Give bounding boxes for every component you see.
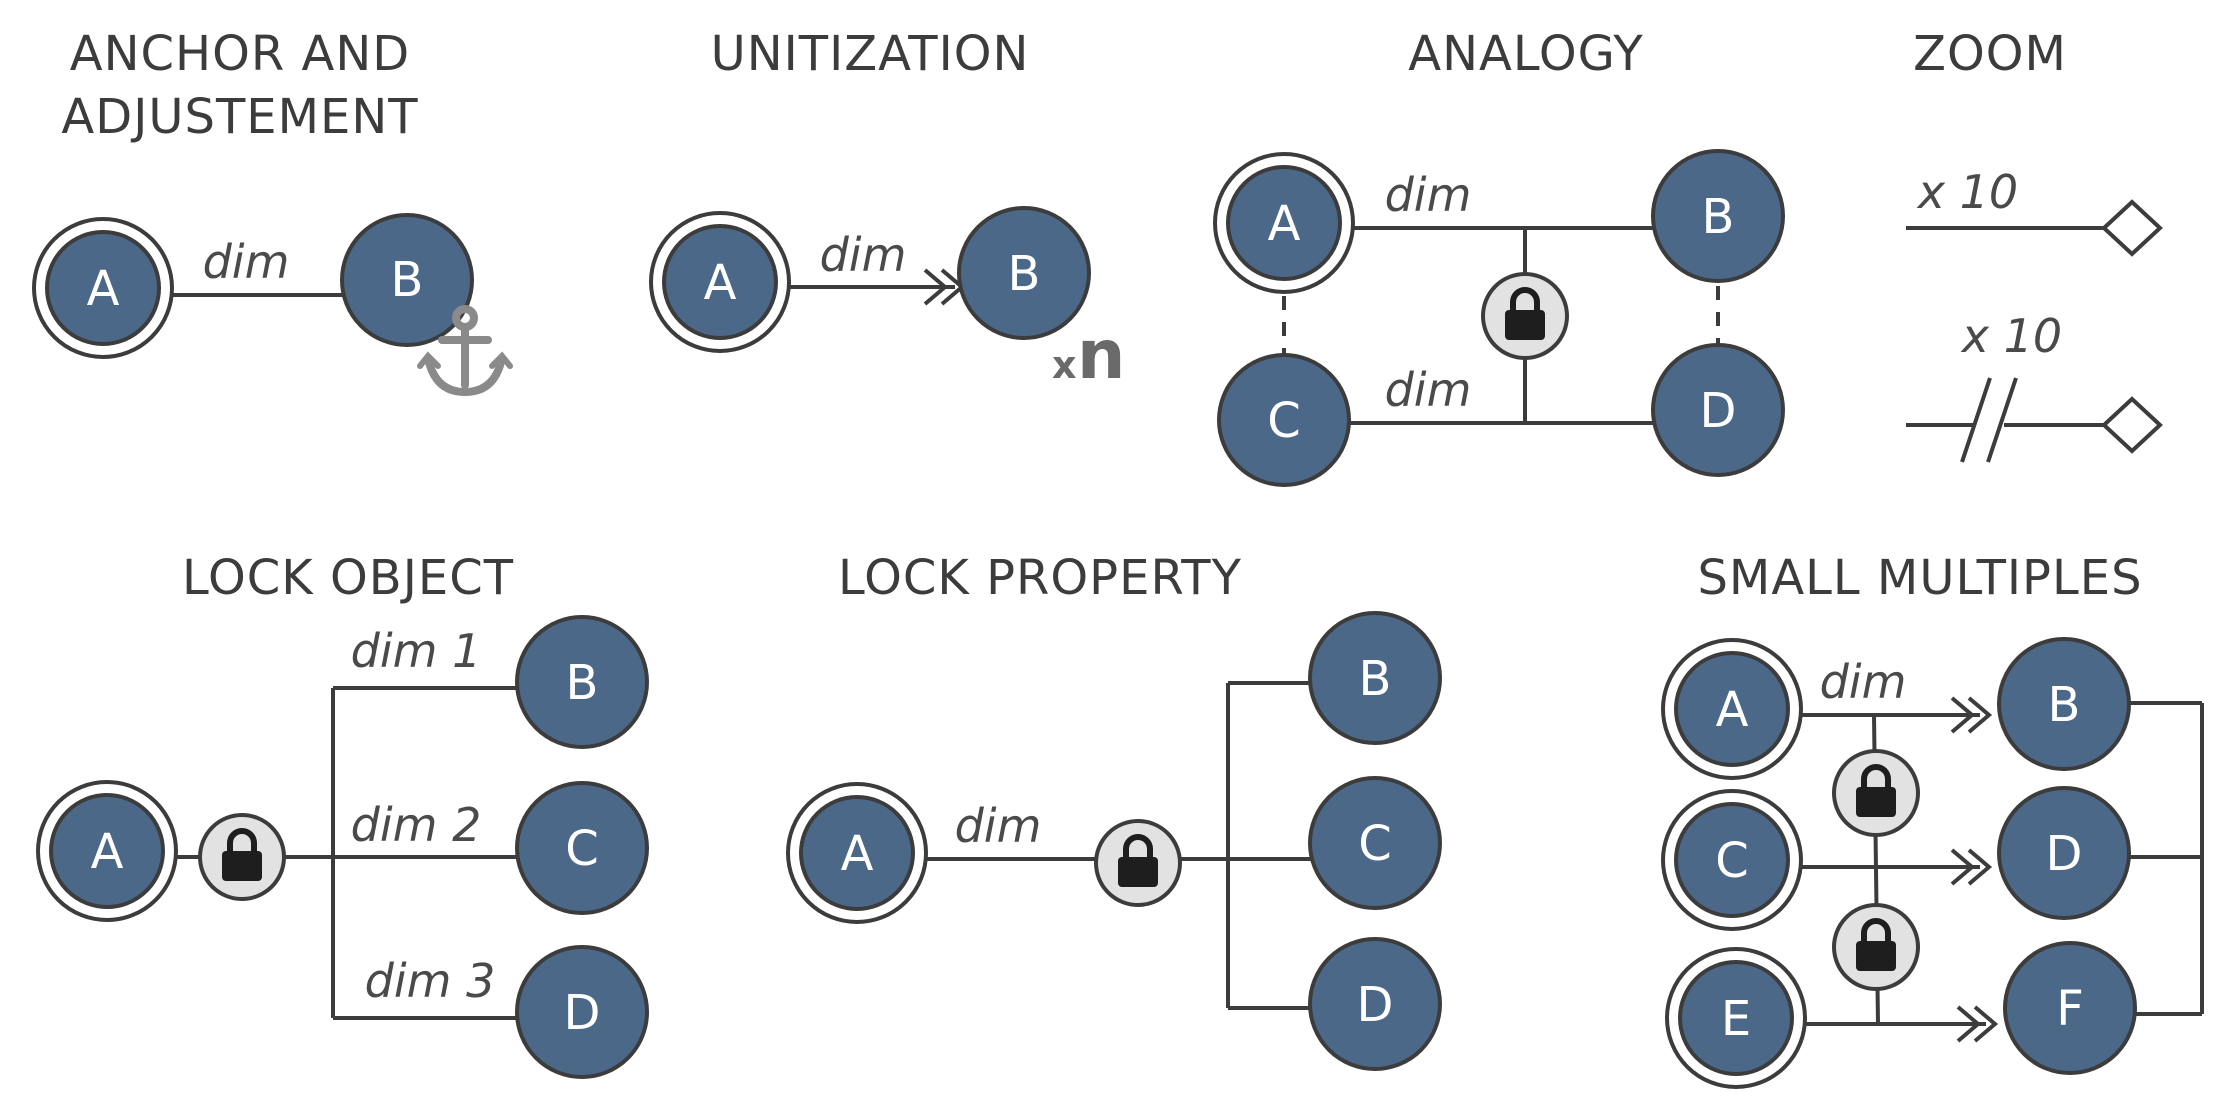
diamond-icon bbox=[2101, 199, 2163, 257]
node-b-label: B bbox=[1359, 651, 1392, 707]
node-a[interactable]: A bbox=[786, 782, 928, 924]
node-d[interactable]: D bbox=[515, 945, 649, 1079]
diamond-icon bbox=[2101, 396, 2163, 454]
edge-label-dim-2: dim 2 bbox=[351, 798, 482, 852]
node-c-label: C bbox=[1358, 816, 1392, 872]
node-f[interactable]: F bbox=[2003, 941, 2137, 1075]
break-mark-2 bbox=[1986, 377, 2018, 463]
node-b[interactable]: B bbox=[957, 206, 1091, 340]
anchor-icon bbox=[417, 305, 513, 397]
node-e-label: E bbox=[1721, 991, 1751, 1047]
edge-label-dim: dim bbox=[820, 228, 907, 282]
node-b-label: B bbox=[391, 252, 424, 308]
node-c-label: C bbox=[1715, 833, 1749, 889]
node-d-label: D bbox=[1700, 383, 1737, 439]
node-c-label: C bbox=[565, 821, 599, 877]
panel-title-unitization: UNITIZATION bbox=[711, 26, 1030, 82]
node-a[interactable]: A bbox=[36, 780, 178, 922]
node-f-label: F bbox=[2056, 981, 2084, 1037]
node-a-label: A bbox=[1716, 682, 1749, 738]
node-a[interactable]: A bbox=[1661, 638, 1803, 780]
node-d-label: D bbox=[2046, 826, 2083, 882]
node-e[interactable]: E bbox=[1665, 947, 1807, 1089]
panel-title-lock-property: LOCK PROPERTY bbox=[838, 550, 1242, 606]
break-mark-1 bbox=[1960, 377, 1992, 463]
lock-icon[interactable] bbox=[1832, 903, 1920, 991]
node-d[interactable]: D bbox=[1308, 937, 1442, 1071]
node-a-label: A bbox=[704, 255, 737, 311]
lock-icon[interactable] bbox=[1832, 749, 1920, 837]
node-a-label: A bbox=[841, 826, 874, 882]
node-b-label: B bbox=[566, 655, 599, 711]
node-d[interactable]: D bbox=[1997, 786, 2131, 920]
node-b[interactable]: B bbox=[1997, 637, 2131, 771]
edge-label-bottom: dim bbox=[1385, 363, 1472, 417]
panel-title-analogy: ANALOGY bbox=[1408, 26, 1644, 82]
panel-lock-object: LOCK OBJECT dim 1 dim 2 dim 3 A B C D bbox=[36, 550, 649, 1079]
panel-analogy: ANALOGY dim dim A B C D bbox=[1213, 26, 1785, 487]
panel-lock-property: LOCK PROPERTY dim A B C D bbox=[786, 550, 1442, 1071]
node-d[interactable]: D bbox=[1651, 343, 1785, 477]
node-b[interactable]: B bbox=[1308, 611, 1442, 745]
node-b-label: B bbox=[1702, 189, 1735, 245]
node-b-label: B bbox=[1008, 246, 1041, 302]
lock-icon[interactable] bbox=[1481, 272, 1569, 360]
panel-title-small-multiples: SMALL MULTIPLES bbox=[1697, 550, 2142, 606]
panel-anchor-adjustment: ANCHOR AND ADJUSTEMENT dim A B bbox=[32, 26, 513, 397]
edge-label-dim: dim bbox=[955, 799, 1042, 853]
panel-zoom: ZOOM x 10 x 10 bbox=[1906, 26, 2163, 463]
panel-small-multiples: SMALL MULTIPLES dim A C bbox=[1661, 550, 2204, 1089]
node-a-label: A bbox=[1268, 196, 1301, 252]
node-b[interactable]: B bbox=[1651, 149, 1785, 283]
edge-label-dim: dim bbox=[203, 235, 290, 289]
node-a[interactable]: A bbox=[649, 211, 791, 353]
panel-title-lock-object: LOCK OBJECT bbox=[182, 550, 514, 606]
edge-label-dim-1: dim 1 bbox=[351, 624, 482, 678]
node-b[interactable]: B bbox=[515, 615, 649, 749]
lock-icon[interactable] bbox=[198, 813, 286, 901]
edge-label-top: dim bbox=[1385, 168, 1472, 222]
node-b-label: B bbox=[2048, 677, 2081, 733]
node-c[interactable]: C bbox=[1308, 776, 1442, 910]
node-a[interactable]: A bbox=[32, 217, 174, 359]
multiplier-x: x bbox=[1052, 343, 1077, 387]
panel-title-zoom: ZOOM bbox=[1913, 26, 2067, 82]
node-a-label: A bbox=[91, 824, 124, 880]
node-b[interactable]: B bbox=[340, 213, 474, 347]
lock-icon[interactable] bbox=[1094, 819, 1182, 907]
edge-label-dim-3: dim 3 bbox=[365, 954, 496, 1008]
node-c[interactable]: C bbox=[1217, 353, 1351, 487]
double-arrow-icon bbox=[1950, 848, 1993, 886]
node-c[interactable]: C bbox=[1661, 789, 1803, 931]
panel-title-anchor-line2: ADJUSTEMENT bbox=[61, 89, 418, 145]
zoom-label-bottom: x 10 bbox=[1960, 309, 2062, 363]
double-arrow-icon bbox=[1956, 1005, 1999, 1043]
double-arrow-icon bbox=[1950, 696, 1993, 734]
panel-unitization: UNITIZATION dim A B x n bbox=[649, 26, 1125, 395]
multiplier-n: n bbox=[1077, 316, 1125, 395]
edge-label-dim: dim bbox=[1820, 655, 1907, 709]
node-c-label: C bbox=[1267, 393, 1301, 449]
node-a-label: A bbox=[87, 261, 120, 317]
node-d-label: D bbox=[1357, 977, 1394, 1033]
zoom-label-top: x 10 bbox=[1916, 165, 2018, 219]
panel-title-anchor-line1: ANCHOR AND bbox=[70, 26, 410, 82]
node-a[interactable]: A bbox=[1213, 152, 1355, 294]
node-d-label: D bbox=[564, 985, 601, 1041]
node-c[interactable]: C bbox=[515, 781, 649, 915]
